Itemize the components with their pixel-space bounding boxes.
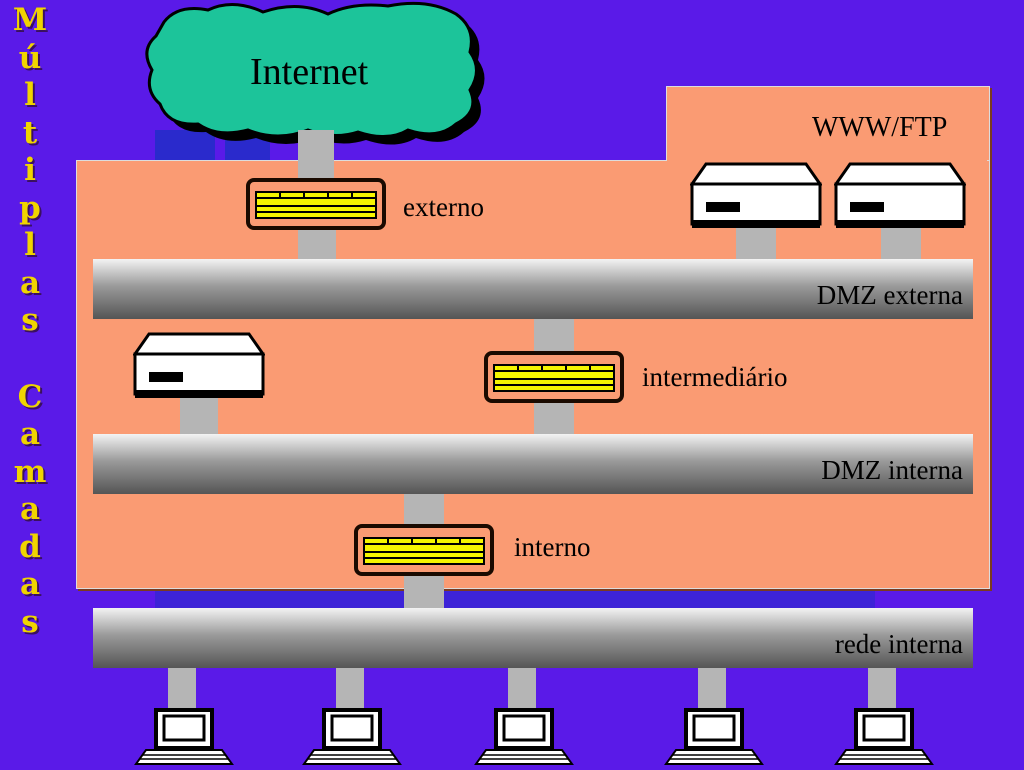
cloud-icon: [145, 1, 485, 145]
dmz-externa-label: DMZ externa: [816, 280, 963, 310]
title-letter: a: [19, 264, 41, 301]
workstation-icon: [302, 708, 402, 765]
firewall-icon: [484, 351, 624, 403]
internet-label: Internet: [250, 51, 369, 93]
connector: [404, 572, 444, 610]
firewall-intermediario-label: intermediário: [642, 362, 788, 392]
title-letter: a: [19, 566, 41, 602]
dmz-externa-bar: DMZ externa: [93, 259, 973, 319]
title-letter: m: [13, 453, 47, 490]
connector: [180, 394, 218, 436]
server-icon: [834, 162, 966, 228]
connector: [868, 668, 896, 710]
workstation-icon: [664, 708, 764, 765]
connector: [404, 494, 444, 526]
title-letter: l: [24, 77, 36, 113]
connector: [168, 668, 196, 710]
server-icon: [133, 332, 265, 398]
title-letter: p: [19, 189, 41, 226]
firewall-externo-label: externo: [403, 192, 484, 222]
connector: [534, 319, 574, 355]
title-letter: C: [17, 378, 43, 415]
connector: [508, 668, 536, 710]
title-letter: ú: [18, 39, 42, 76]
rede-interna-bar: rede interna: [93, 608, 973, 668]
title-letter: s: [21, 603, 39, 640]
title-letter: d: [19, 528, 41, 565]
firewall-interno-label: interno: [514, 532, 591, 562]
title-letter: a: [19, 416, 41, 452]
connector: [736, 222, 776, 262]
server-icon: [690, 162, 822, 228]
workstation-icon: [134, 708, 234, 765]
connector: [336, 668, 364, 710]
title-letter: t: [22, 114, 38, 151]
connector: [534, 398, 574, 436]
title-letter: s: [21, 302, 39, 338]
connector: [298, 130, 334, 182]
workstation-icon: [834, 708, 934, 765]
background-shape: [155, 585, 875, 610]
connector: [881, 222, 921, 262]
firewall-icon: [246, 178, 386, 230]
rede-interna-label: rede interna: [834, 629, 963, 659]
dmz-interna-label: DMZ interna: [821, 455, 963, 485]
title-letter: i: [24, 152, 36, 188]
connector: [698, 668, 726, 710]
www-ftp-label: WWW/FTP: [812, 112, 948, 143]
workstation-icon: [474, 708, 574, 765]
dmz-interna-bar: DMZ interna: [93, 434, 973, 494]
vertical-title: M ú l t i p l a s C a m a d a s: [0, 0, 60, 770]
title-letter: l: [24, 227, 36, 263]
firewall-icon: [354, 524, 494, 576]
title-letter: a: [19, 491, 41, 527]
title-letter: M: [12, 2, 48, 38]
panel-join: [667, 158, 987, 164]
connector: [298, 226, 336, 262]
